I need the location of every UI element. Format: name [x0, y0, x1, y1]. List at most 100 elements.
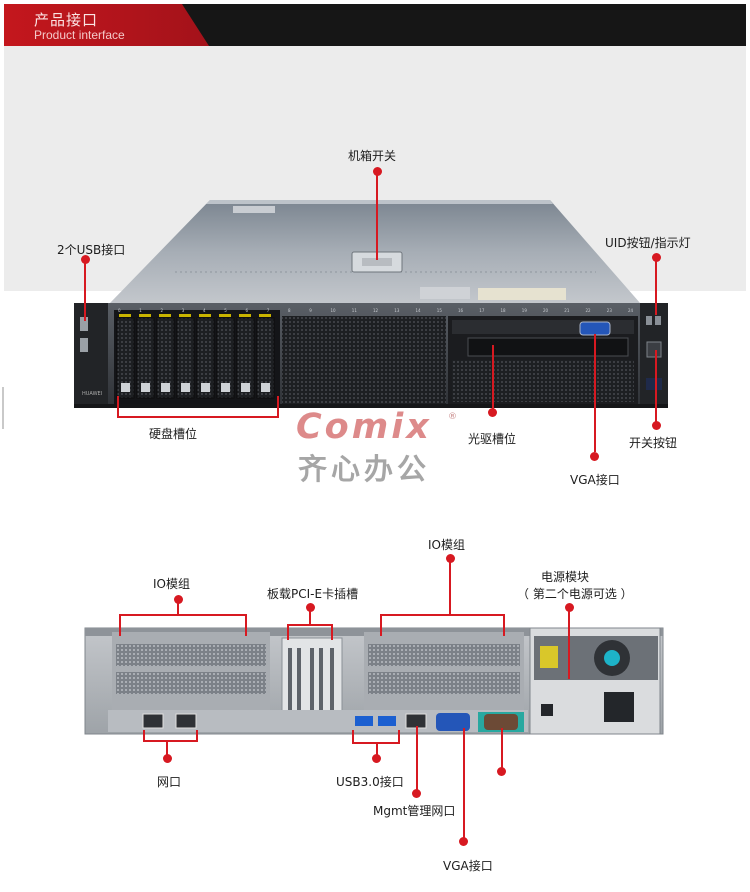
pointer-io-left [174, 595, 183, 604]
rear-usb-port-1 [355, 716, 373, 726]
leader-network [166, 742, 168, 756]
pointer-network [163, 754, 172, 763]
pointer-pcie [306, 603, 315, 612]
bay-number: 21 [564, 308, 570, 313]
rear-network-port-2 [175, 713, 197, 729]
bay-number: 3 [182, 308, 185, 313]
rear-io-right [364, 632, 524, 710]
bay-number: 22 [586, 308, 592, 313]
header-accent [4, 4, 209, 46]
bracket-hdd-left [117, 396, 119, 418]
pointer-vga-front [590, 452, 599, 461]
bay-number: 2 [161, 308, 164, 313]
bracket-hdd-right [277, 396, 279, 418]
bay-number: 15 [437, 308, 443, 313]
pointer-psu [565, 603, 574, 612]
bay-number: 19 [522, 308, 528, 313]
bracket-hdd-bottom [117, 416, 279, 418]
leader-power-switch [376, 172, 378, 260]
label-mgmt: Mgmt管理网口 [373, 804, 456, 818]
drive-bays [114, 310, 280, 404]
pointer-power-button [652, 421, 661, 430]
leader-uid [655, 260, 657, 315]
svg-text:HUAWEI: HUAWEI [82, 391, 102, 397]
bay-number: 10 [331, 308, 337, 313]
bracket-io-left [119, 614, 247, 636]
bay-number: 12 [373, 308, 379, 313]
leader-vga-front [594, 334, 596, 452]
section-title: 产品接口 [34, 11, 99, 29]
pointer-uid [652, 253, 661, 262]
rear-network-port-1 [142, 713, 164, 729]
bay-number: 18 [501, 308, 507, 313]
leader-usb3 [376, 744, 378, 756]
box-network [143, 730, 198, 742]
label-psu: 电源模块 [541, 570, 590, 584]
brand-logo: Comix [296, 407, 432, 447]
label-io-left: IO模组 [153, 577, 190, 591]
left-ear [74, 303, 108, 407]
brand-logo-cn: 齐心办公 [298, 452, 431, 486]
label-usb3: USB3.0接口 [336, 775, 404, 789]
leader-power-button [655, 350, 657, 422]
label-uid: UID按钮/指示灯 [605, 236, 691, 250]
bay-number: 4 [203, 308, 206, 313]
pointer-power-switch [373, 167, 382, 176]
bay-number: 6 [246, 308, 249, 313]
optical-drive-slot [467, 337, 629, 357]
label-network: 网口 [157, 775, 182, 789]
bracket-io-right [380, 614, 505, 636]
bay-number: 0 [118, 308, 121, 313]
pointer-mgmt [412, 789, 421, 798]
label-usb: 2个USB接口 [57, 243, 126, 257]
bay-number: 1 [139, 308, 142, 313]
rear-serial-port [484, 714, 518, 730]
leader-pcie [309, 609, 311, 625]
bay-number: 13 [394, 308, 400, 313]
leader-io-left [177, 600, 179, 615]
section-subtitle: Product interface [34, 28, 125, 42]
label-pcie: 板载PCI-E卡插槽 [267, 587, 359, 601]
bay-number: 9 [309, 308, 312, 313]
label-hdd: 硬盘槽位 [149, 427, 198, 441]
rear-vga-port [436, 713, 470, 731]
pointer-vga-rear [459, 837, 468, 846]
pointer-usb3 [372, 754, 381, 763]
pointer-odd [488, 408, 497, 417]
bay-number: 11 [352, 308, 358, 313]
leader-odd [492, 345, 494, 409]
bay-number: 5 [224, 308, 227, 313]
label-power-button: 开关按钮 [629, 436, 678, 450]
leader-psu [568, 609, 570, 679]
rear-io-left [112, 632, 270, 710]
bay-number: 24 [628, 308, 634, 313]
leader-usb [84, 261, 86, 321]
pointer-usb [81, 255, 90, 264]
bay-number: 16 [458, 308, 464, 313]
label-vga-front: VGA接口 [570, 473, 620, 487]
label-odd: 光驱槽位 [468, 432, 517, 446]
rear-usb-port-2 [378, 716, 396, 726]
box-usb3 [352, 730, 400, 744]
bay-number: 8 [288, 308, 291, 313]
bay-number: 17 [479, 308, 485, 313]
label-io-right: IO模组 [428, 538, 465, 552]
bracket-pcie [287, 624, 333, 640]
bay-number: 20 [543, 308, 549, 313]
leader-serial [501, 728, 503, 770]
brand-registered-mark: ® [448, 412, 457, 422]
bay-number: 7 [267, 308, 270, 313]
leader-io-right [449, 560, 451, 615]
front-vent [282, 316, 446, 404]
label-power-switch: 机箱开关 [348, 149, 397, 163]
pointer-serial [497, 767, 506, 776]
label-vga-rear: VGA接口 [443, 859, 493, 873]
bay-number: 23 [607, 308, 613, 313]
label-psu-note: （ 第二个电源可选 ） [517, 587, 633, 601]
leader-mgmt [416, 726, 418, 791]
leader-vga-rear [463, 728, 465, 840]
edge-mark [2, 387, 4, 429]
bay-number: 14 [416, 308, 422, 313]
pointer-io-right [446, 554, 455, 563]
